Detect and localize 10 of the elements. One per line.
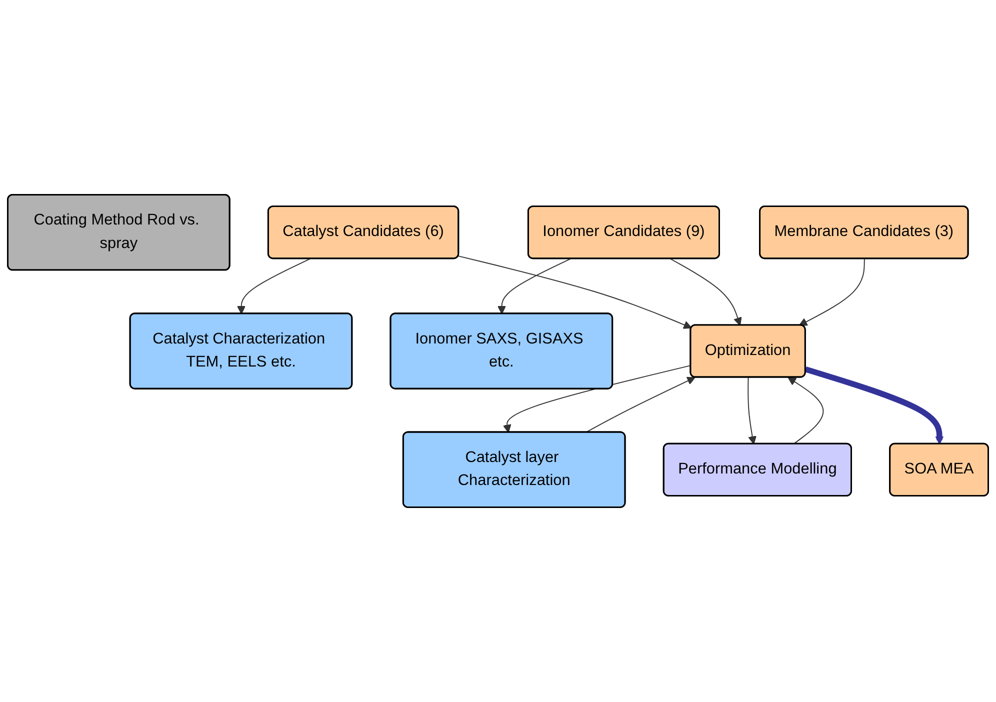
- arrow: [670, 258, 742, 326]
- arrow: [788, 377, 824, 445]
- arrow: [748, 377, 757, 444]
- arrow: [798, 258, 865, 326]
- arrow: [502, 364, 692, 433]
- arrow: [498, 258, 571, 314]
- arrow: [585, 376, 696, 433]
- arrow: [458, 256, 692, 329]
- arrow: [804, 366, 944, 444]
- arrow: [237, 258, 311, 314]
